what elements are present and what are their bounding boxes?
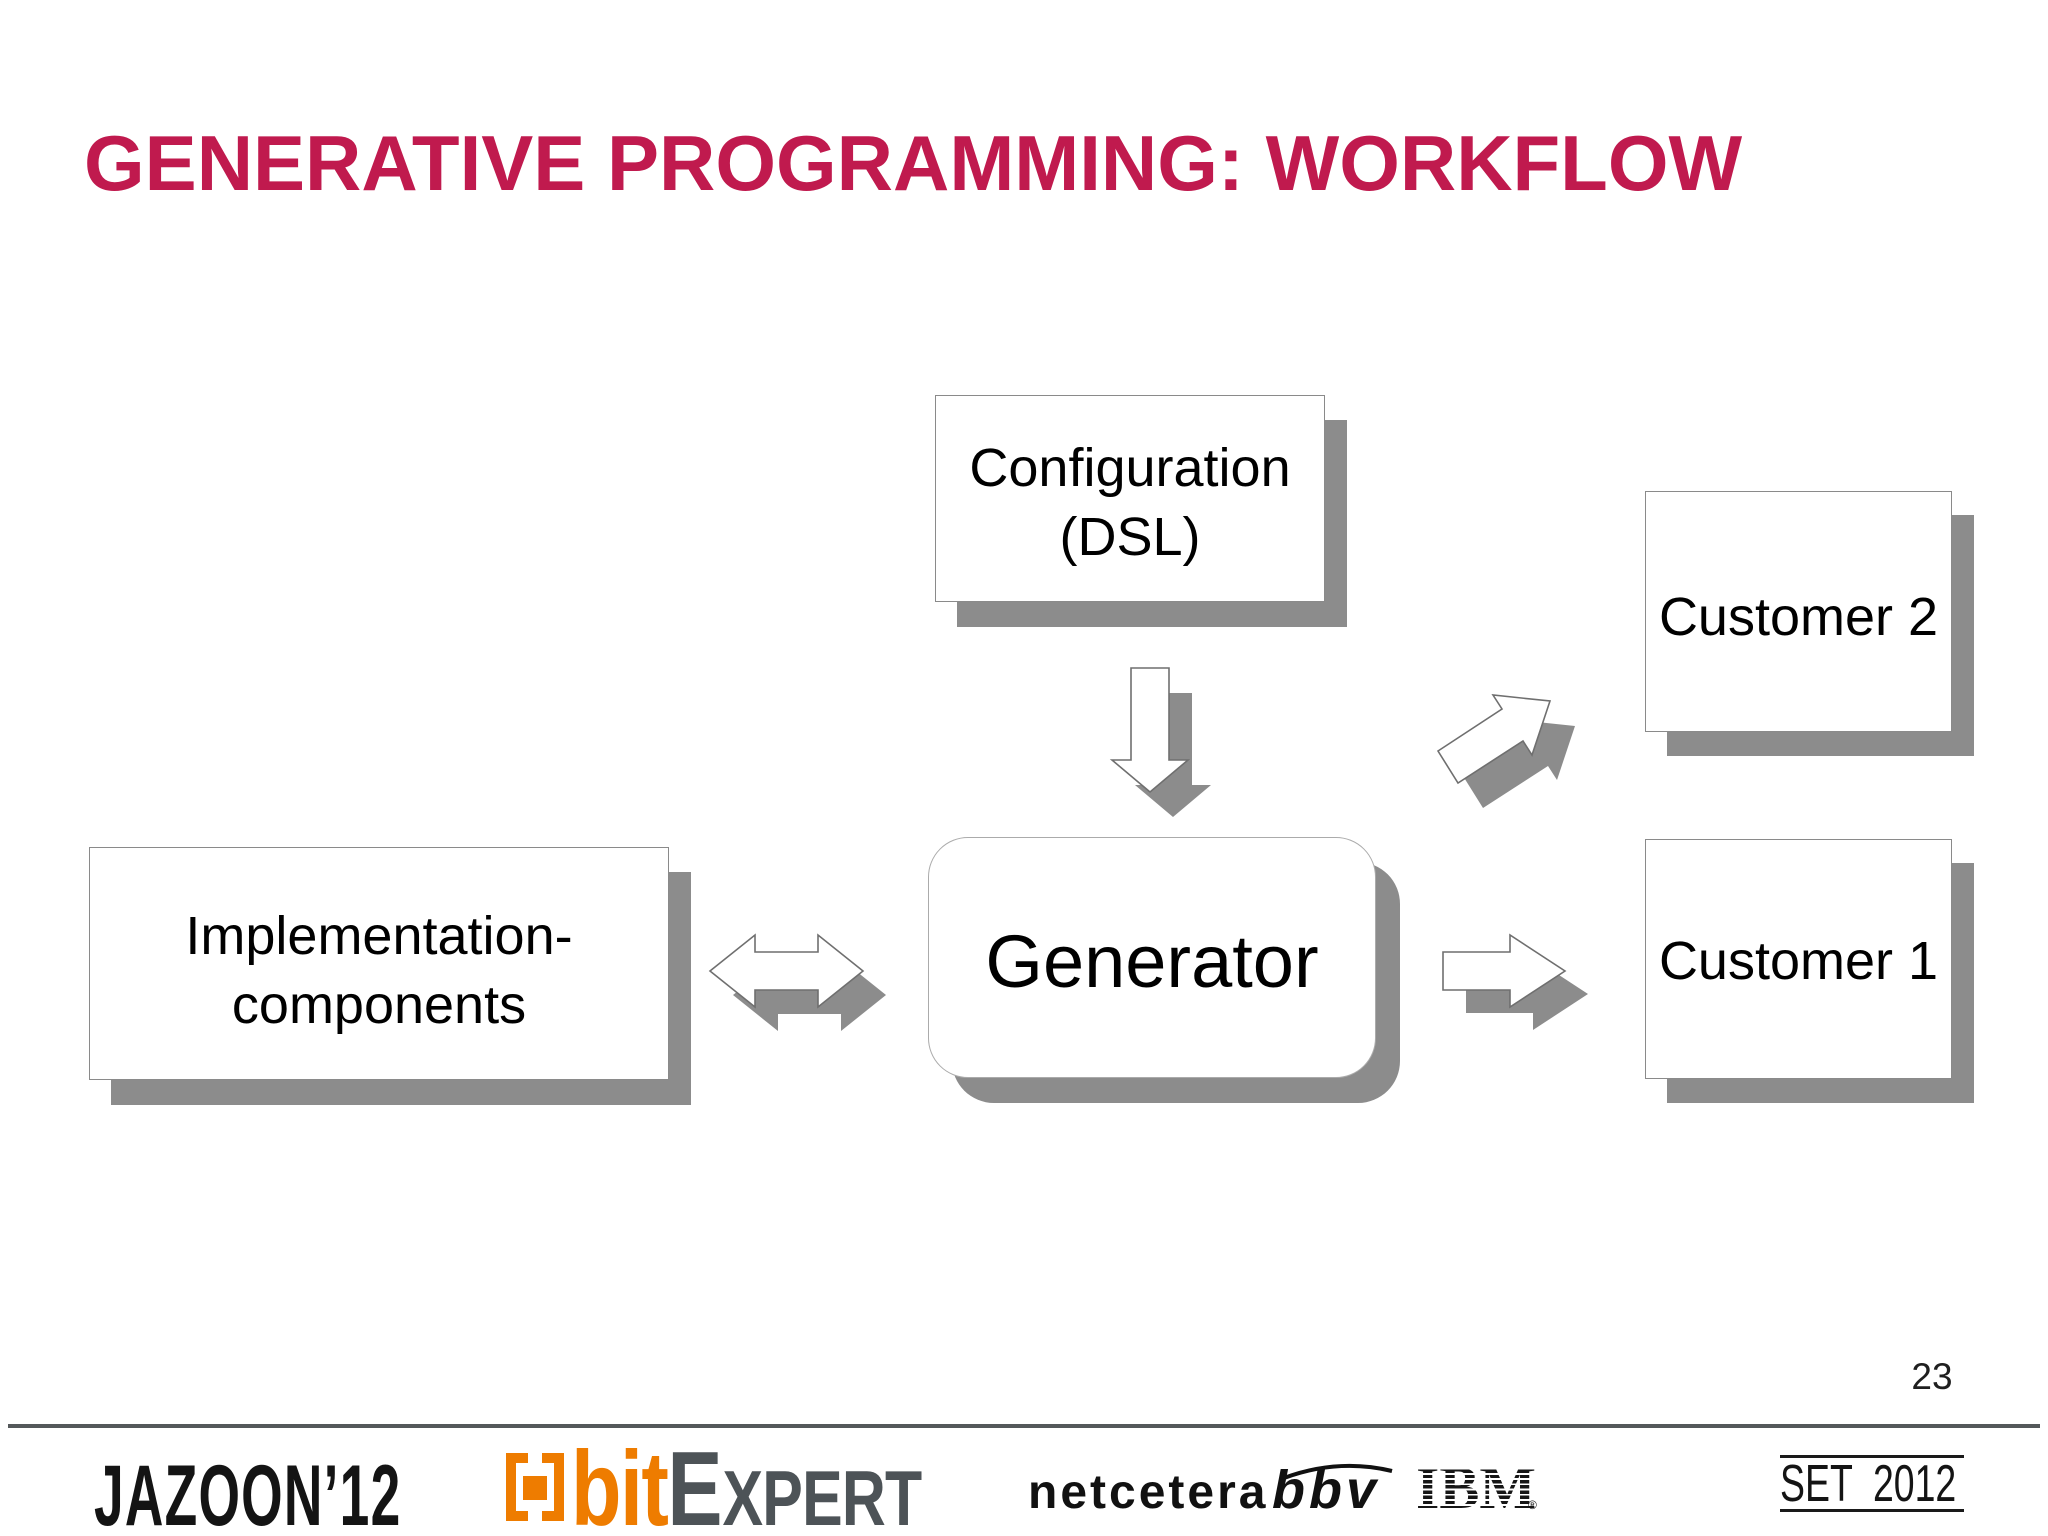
right-arrow [1442, 933, 1588, 1030]
netcetera-logo: netcetera [1028, 1466, 1269, 1519]
page-title: GENERATIVE PROGRAMMING: WORKFLOW [84, 119, 1743, 208]
set2012-text: SET 2012 [1780, 1454, 1957, 1513]
implementation-box: Implementation- components [89, 847, 669, 1080]
set2012-logo: SET 2012 [1780, 1454, 1964, 1513]
generator-label: Generator [985, 919, 1319, 1003]
bitexpert-bracket-icon [506, 1453, 564, 1521]
configuration-label-line2: (DSL) [1059, 506, 1201, 567]
bitexpert-bit: bit [571, 1430, 669, 1536]
customer1-label: Customer 1 [1658, 930, 1939, 991]
bitexpert-e: E [667, 1430, 723, 1536]
jazoon-logo: JAZOON’12 [94, 1448, 402, 1536]
configuration-box: Configuration (DSL) [935, 395, 1325, 602]
implementation-label-line2: components [231, 974, 527, 1035]
footer-divider [8, 1424, 2040, 1428]
customer2-label: Customer 2 [1658, 587, 1939, 647]
double-arrow [708, 933, 886, 1031]
configuration-label-line1: Configuration [969, 437, 1291, 498]
ibm-registered-mark: ® [1528, 1498, 1537, 1512]
down-arrow [1109, 667, 1211, 817]
bbv-arc-icon [1283, 1463, 1393, 1480]
diagonal-arrow [1436, 694, 1575, 808]
ibm-logo: IBM [1416, 1455, 1536, 1521]
customer1-box: Customer 1 [1645, 839, 1952, 1079]
page-number: 23 [1911, 1356, 1953, 1397]
bitexpert-xpert: XPERT [722, 1454, 922, 1536]
bbv-logo: bbv [1272, 1460, 1381, 1520]
implementation-label-line1: Implementation- [185, 905, 573, 966]
customer2-box: Customer 2 [1645, 491, 1952, 732]
bitexpert-logo: bitEXPERT [571, 1429, 922, 1536]
generator-box: Generator [928, 837, 1376, 1078]
